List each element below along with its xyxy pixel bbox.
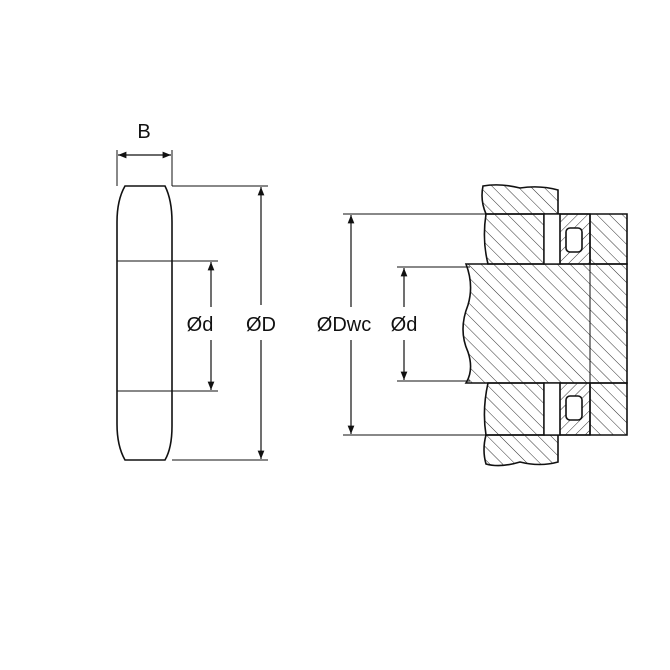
width-label: B	[137, 121, 150, 143]
washer-profile	[116, 185, 173, 461]
shaft-washer-top	[543, 213, 561, 265]
shaft-diameter-label: Ød	[391, 314, 418, 336]
housing-bottom-inner	[483, 382, 545, 436]
housing-top-section	[481, 184, 628, 265]
outer-diameter-label: ØD	[246, 314, 276, 336]
washer-side-view: B ØD Ød	[116, 121, 276, 461]
roller-top	[565, 227, 583, 253]
housing-diameter-label: ØDwc	[317, 314, 371, 336]
shaft-washer-bottom	[543, 382, 561, 436]
housing-bottom-section	[483, 382, 628, 467]
inner-diameter-label: Ød	[187, 314, 214, 336]
shaft-section	[462, 263, 628, 384]
housing-top-inner	[483, 213, 545, 265]
assembly-section-view: ØDwc Ød	[317, 184, 628, 467]
roller-bottom	[565, 395, 583, 421]
